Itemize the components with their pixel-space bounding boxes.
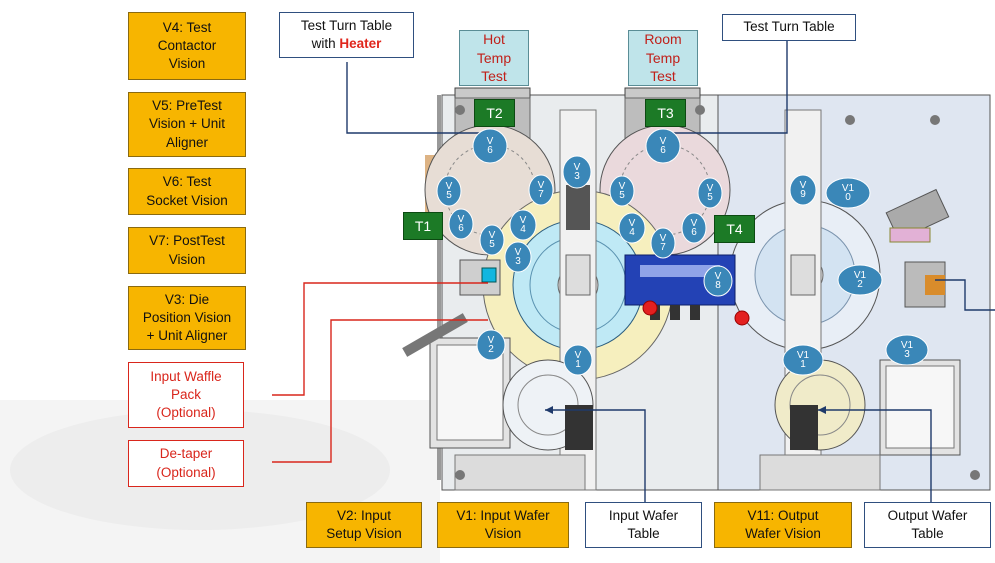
vision-marker-v6c: V6 <box>448 208 474 240</box>
label-output-wafer-table: Output Wafer Table <box>864 502 991 548</box>
label-v1-input-wafer-vision: V1: Input Wafer Vision <box>437 502 569 548</box>
vision-marker-text: 0 <box>845 192 851 203</box>
heater-label-prefix: Test Turn Table with <box>300 17 393 51</box>
vision-marker-text: 4 <box>629 227 635 238</box>
vision-marker-v6a: V6 <box>472 128 508 164</box>
vision-marker-text: 7 <box>538 189 544 200</box>
label-t3: T3 <box>645 99 686 127</box>
vision-marker-v5d: V5 <box>479 224 505 256</box>
vision-marker-text: V1 <box>842 183 855 194</box>
label-input-waffle-pack: Input Waffle Pack (Optional) <box>128 362 244 428</box>
vision-marker-v3a: V3 <box>562 155 592 189</box>
vision-marker-text: 3 <box>574 171 580 182</box>
vision-marker-text: V <box>574 162 581 173</box>
label-t4: T4 <box>714 215 755 243</box>
vision-marker-text: 7 <box>660 242 666 253</box>
vision-marker-v9: V9 <box>789 174 817 206</box>
vision-marker-v6d: V6 <box>681 212 707 244</box>
vision-marker-text: 3 <box>515 256 521 267</box>
vision-marker-v4a: V4 <box>509 209 537 241</box>
vision-marker-text: 5 <box>707 192 713 203</box>
detaper-callout-line <box>272 319 488 463</box>
vision-marker-text: V <box>488 335 495 346</box>
label-v6-test-socket-vision: V6: Test Socket Vision <box>128 168 246 215</box>
vision-marker-text: V1 <box>797 350 810 361</box>
vision-marker-text: V <box>538 180 545 191</box>
vision-marker-v6b: V6 <box>645 128 681 164</box>
vision-marker-text: V <box>489 230 496 241</box>
vision-marker-text: 3 <box>904 349 910 360</box>
label-v5-pretest-vision: V5: PreTest Vision + Unit Aligner <box>128 92 246 157</box>
vision-marker-text: 6 <box>660 145 666 156</box>
vision-marker-v5b: V5 <box>609 175 635 207</box>
vision-marker-text: 8 <box>715 280 721 291</box>
vision-marker-text: V <box>691 218 698 229</box>
heater-label-word: Heater <box>339 36 382 51</box>
waffle-pack-callout-line <box>272 282 488 396</box>
input-wafer-table-callout-line <box>545 409 646 502</box>
vision-marker-text: V <box>715 271 722 282</box>
label-t2: T2 <box>474 99 515 127</box>
vision-marker-v7b: V7 <box>650 227 676 259</box>
vision-marker-v5a: V5 <box>436 175 462 207</box>
label-t1: T1 <box>403 212 443 240</box>
vision-marker-text: V <box>515 247 522 258</box>
vision-marker-text: 9 <box>800 189 806 200</box>
vision-marker-text: V <box>800 180 807 191</box>
vision-marker-v11: V11 <box>782 344 824 376</box>
label-v2-input-setup-vision: V2: Input Setup Vision <box>306 502 422 548</box>
label-v3-die-position-vision: V3: Die Position Vision + Unit Aligner <box>128 286 246 350</box>
label-room-temp-test: Room Temp Test <box>628 30 698 86</box>
label-hot-temp-test: Hot Temp Test <box>459 30 529 86</box>
vision-marker-text: V1 <box>901 340 914 351</box>
vision-marker-text: V <box>629 218 636 229</box>
vision-marker-text: 2 <box>488 344 494 355</box>
vision-marker-text: V <box>660 233 667 244</box>
vision-marker-text: V <box>446 181 453 192</box>
vision-marker-v4b: V4 <box>618 212 646 244</box>
vision-marker-text: V <box>487 136 494 147</box>
vision-marker-v10: V10 <box>825 177 871 209</box>
vision-marker-text: V <box>520 215 527 226</box>
vision-marker-v8: V8 <box>703 265 733 297</box>
label-v11-output-wafer-vision: V11: Output Wafer Vision <box>714 502 852 548</box>
heater-callout-line <box>346 62 488 134</box>
output-wafer-table-callout-line <box>818 409 932 502</box>
vision-marker-v13: V13 <box>885 334 929 366</box>
vision-marker-text: 1 <box>800 359 806 370</box>
vision-marker-text: 6 <box>487 145 493 156</box>
vision-marker-text: 5 <box>489 239 495 250</box>
vision-marker-text: 5 <box>619 190 625 201</box>
vision-marker-text: 2 <box>857 279 863 290</box>
label-v7-posttest-vision: V7: PostTest Vision <box>128 227 246 274</box>
label-test-turn-table: Test Turn Table <box>722 14 856 41</box>
vision-marker-text: 5 <box>446 190 452 201</box>
vision-marker-text: 1 <box>575 359 581 370</box>
vision-marker-v1: V1 <box>563 344 593 376</box>
label-detaper: De-taper (Optional) <box>128 440 244 487</box>
label-v4-test-contactor-vision: V4: Test Contactor Vision <box>128 12 246 80</box>
label-test-turn-table-heater: Test Turn Table with Heater <box>279 12 414 58</box>
vision-marker-v12: V12 <box>837 264 883 296</box>
vision-marker-text: V <box>458 214 465 225</box>
vision-marker-text: V <box>660 136 667 147</box>
vision-marker-v2: V2 <box>476 329 506 361</box>
vision-marker-v3b: V3 <box>504 241 532 273</box>
vision-marker-v7a: V7 <box>528 174 554 206</box>
vision-marker-v5c: V5 <box>697 177 723 209</box>
vision-marker-text: V <box>619 181 626 192</box>
vision-marker-text: 4 <box>520 224 526 235</box>
vision-marker-text: 6 <box>691 227 697 238</box>
vision-marker-text: 6 <box>458 223 464 234</box>
vision-marker-text: V <box>707 183 714 194</box>
vision-marker-text: V1 <box>854 270 867 281</box>
vision-marker-text: V <box>575 350 582 361</box>
label-input-wafer-table: Input Wafer Table <box>585 502 702 548</box>
